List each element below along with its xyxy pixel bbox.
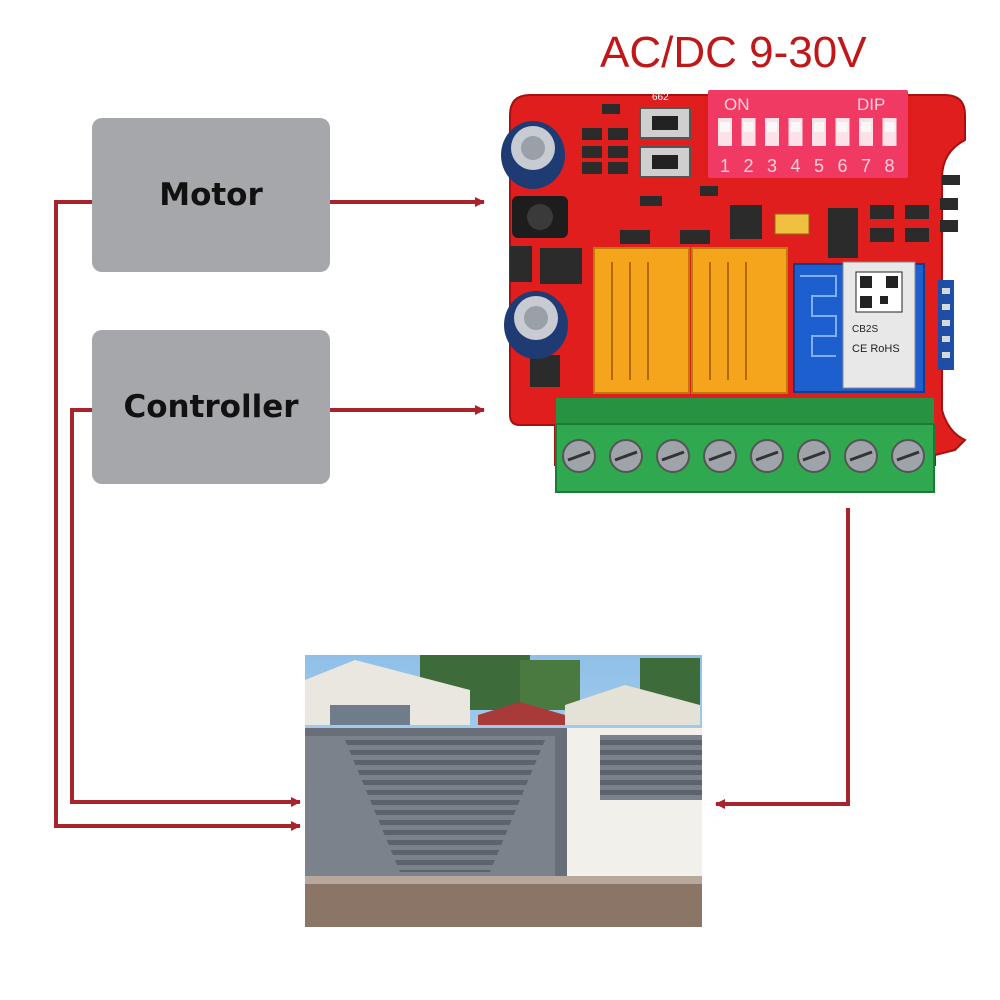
capacitor-bottom — [504, 291, 568, 359]
motor-node: Motor — [92, 118, 330, 272]
capacitor-top — [501, 121, 565, 189]
screw-slot — [567, 450, 591, 462]
module-marks: CE RoHS — [852, 343, 900, 355]
motor-label: Motor — [159, 177, 263, 213]
dip-knob — [837, 122, 848, 132]
tantalum-capacitor — [774, 213, 810, 235]
dip-knob — [861, 122, 871, 132]
arrow-motor-to-gate — [54, 200, 301, 831]
arrow-controller-to-gate — [70, 408, 301, 807]
dip-label: DIP — [857, 95, 885, 114]
header-pins — [938, 280, 954, 370]
inductor — [512, 196, 568, 238]
dip-number: 8 — [884, 156, 894, 176]
dip-knob — [767, 122, 777, 132]
dip-knob — [720, 122, 730, 132]
screw-slot — [661, 450, 685, 462]
dip-knob — [743, 122, 754, 132]
gate-photo — [305, 655, 702, 927]
wifi-module: CB2S CE RoHS — [793, 261, 925, 393]
tactile-buttons — [639, 107, 691, 178]
module-name: CB2S — [852, 324, 878, 335]
relay-1 — [593, 247, 690, 394]
dip-number: 3 — [767, 156, 777, 176]
dip-on-label: ON — [724, 95, 750, 114]
connection-arrows — [54, 197, 850, 831]
screw-slot — [896, 450, 920, 462]
screw-slot — [708, 450, 732, 462]
supply-voltage-label: AC/DC 9-30V — [600, 28, 867, 77]
screw-slot — [802, 450, 826, 462]
silkscreen-code: 662 — [652, 92, 669, 103]
dip-number: 4 — [790, 156, 800, 176]
controller-node: Controller — [92, 330, 330, 484]
arrow-board-to-gate — [715, 508, 850, 809]
screw-slot — [849, 450, 873, 462]
screw-slot — [755, 450, 779, 462]
relay-2 — [691, 247, 788, 394]
dip-knob — [790, 122, 801, 132]
controller-label: Controller — [123, 389, 299, 425]
terminal-block — [555, 398, 935, 493]
dip-knob — [884, 122, 895, 132]
dip-number: 1 — [720, 156, 730, 176]
dip-knob — [814, 122, 824, 132]
dip-number: 7 — [861, 156, 871, 176]
screw-slot — [614, 450, 638, 462]
smd-components — [510, 104, 960, 387]
dip-number: 2 — [743, 156, 753, 176]
dip-number: 6 — [837, 156, 847, 176]
dip-number: 5 — [814, 156, 824, 176]
